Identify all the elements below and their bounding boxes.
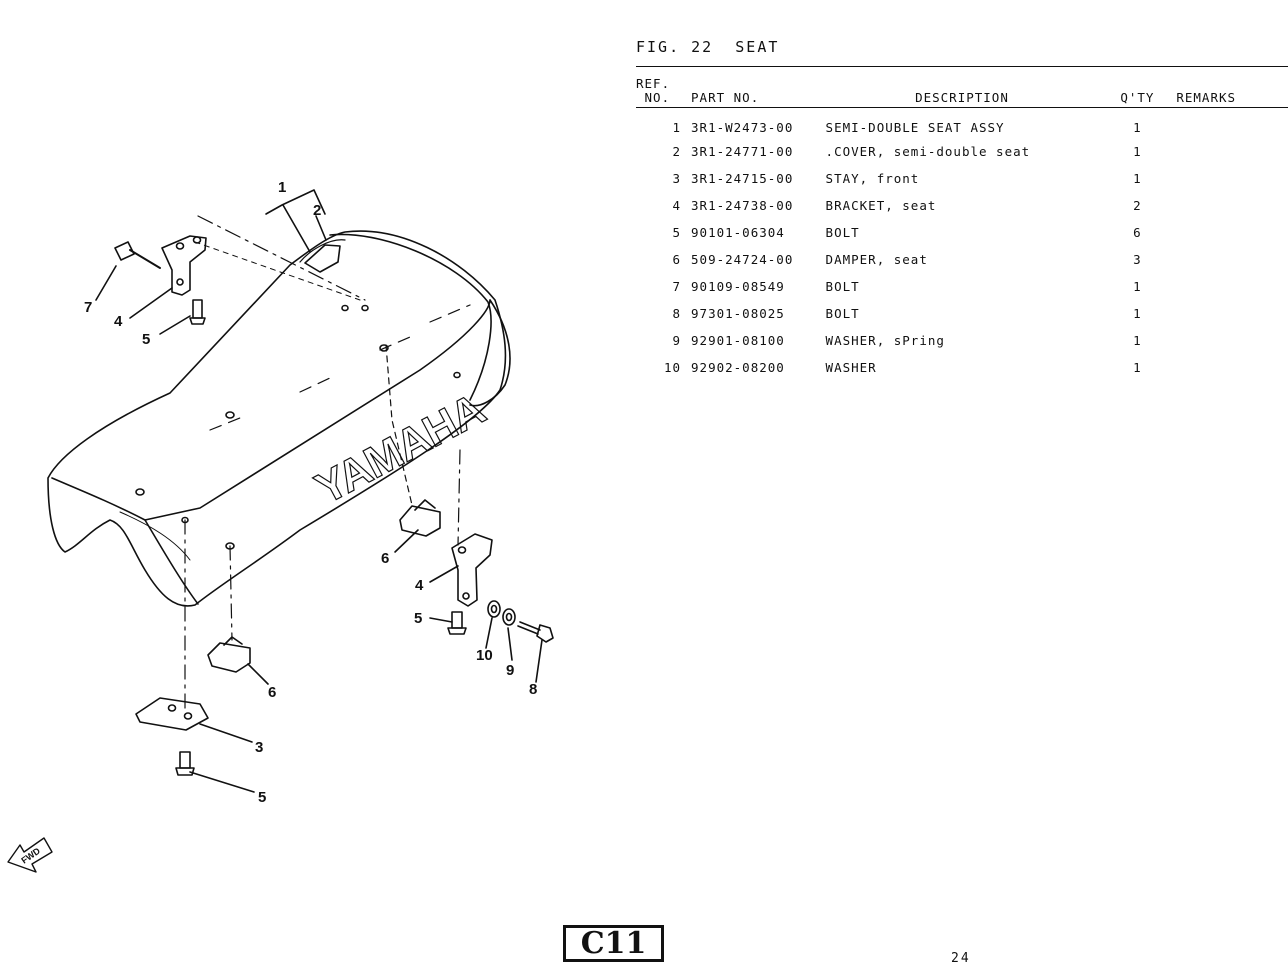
rear-bracket: [451, 533, 493, 607]
cell-description: WASHER, sPring: [825, 333, 945, 348]
page-number: 24: [951, 951, 971, 966]
cell-ref: 2: [672, 144, 682, 159]
callout-4-front: 4: [114, 313, 123, 330]
table-row: 10 92902-08200 WASHER 1: [636, 354, 1288, 381]
callout-5-bottom: 5: [258, 789, 266, 806]
cell-part-no: 3R1-24738-00: [691, 198, 794, 213]
table-row: 1 3R1-W2473-00 SEMI-DOUBLE SEAT ASSY 1: [636, 108, 1288, 139]
cell-part-no: 97301-08025: [691, 306, 785, 321]
cell-part-no: 3R1-W2473-00: [691, 119, 794, 135]
table-row: 2 3R1-24771-00 .COVER, semi-double seat …: [636, 138, 1288, 165]
cell-ref: 5: [672, 225, 682, 240]
fwd-label: FWD: [19, 845, 42, 865]
cell-ref: 4: [672, 198, 682, 213]
cell-description: BOLT: [825, 225, 860, 240]
cell-remarks: [1176, 354, 1288, 381]
cell-remarks: [1176, 273, 1288, 300]
cell-qty: 1: [1133, 144, 1142, 159]
header-remarks: REMARKS: [1176, 66, 1288, 108]
cell-qty: 2: [1133, 198, 1142, 213]
cell-remarks: [1176, 246, 1288, 273]
callout-1: 1: [278, 179, 286, 196]
fwd-arrow-icon: [7, 837, 53, 873]
damper-upper: [399, 505, 441, 537]
cell-part-no: 92902-08200: [691, 360, 785, 375]
cell-qty: 1: [1133, 333, 1142, 348]
header-part-no: PART NO.: [691, 66, 826, 108]
table-row: 7 90109-08549 BOLT 1: [636, 273, 1288, 300]
cell-remarks: [1176, 219, 1288, 246]
parts-table: REF. NO. PART NO. DESCRIPTION Q'TY REMAR…: [636, 66, 1288, 381]
callout-7: 7: [84, 299, 92, 316]
cell-description: WASHER: [825, 360, 877, 375]
callout-2: 2: [313, 202, 321, 219]
cell-qty: 1: [1133, 306, 1142, 321]
cell-qty: 3: [1133, 252, 1142, 267]
cell-description: .COVER, semi-double seat: [825, 144, 1031, 159]
cell-ref: 8: [672, 306, 682, 321]
table-row: 4 3R1-24738-00 BRACKET, seat 2: [636, 192, 1288, 219]
cell-description: BRACKET, seat: [825, 198, 937, 213]
cell-ref: 10: [663, 360, 682, 375]
seat-body: [47, 230, 507, 607]
callout-9: 9: [506, 662, 514, 679]
cell-ref: 7: [672, 279, 682, 294]
header-ref-no: REF. NO.: [636, 66, 692, 108]
callout-10: 10: [476, 647, 493, 664]
cell-part-no: 3R1-24771-00: [691, 144, 794, 159]
cell-part-no: 3R1-24715-00: [691, 171, 794, 186]
damper-lower: [207, 642, 251, 673]
table-row: 9 92901-08100 WASHER, sPring 1: [636, 327, 1288, 354]
section-code-box: C11: [563, 925, 664, 962]
table-header-row: REF. NO. PART NO. DESCRIPTION Q'TY REMAR…: [636, 66, 1288, 108]
cell-part-no: 509-24724-00: [691, 252, 794, 267]
seat-brand-text: YAMAHA: [308, 385, 493, 514]
cell-remarks: [1176, 327, 1288, 354]
cell-part-no: 90101-06304: [691, 225, 785, 240]
cell-qty: 1: [1133, 279, 1142, 294]
cell-remarks: [1176, 300, 1288, 327]
cell-description: STAY, front: [825, 171, 920, 186]
cell-ref: 9: [672, 333, 682, 348]
cell-ref: 3: [672, 171, 682, 186]
table-row: 8 97301-08025 BOLT 1: [636, 300, 1288, 327]
cell-qty: 6: [1133, 225, 1142, 240]
cell-qty: 1: [1133, 171, 1142, 186]
cell-description: SEMI-DOUBLE SEAT ASSY: [825, 119, 1005, 135]
callout-5-front: 5: [142, 331, 150, 348]
figure-title: FIG. 22 SEAT: [636, 38, 780, 56]
callout-4-rear: 4: [415, 577, 424, 594]
cell-remarks: [1176, 192, 1288, 219]
table-row: 6 509-24724-00 DAMPER, seat 3: [636, 246, 1288, 273]
callout-3: 3: [255, 739, 263, 756]
table-row: 5 90101-06304 BOLT 6: [636, 219, 1288, 246]
front-stay: [135, 697, 209, 731]
table-row: 3 3R1-24715-00 STAY, front 1: [636, 165, 1288, 192]
callout-6-lower: 6: [268, 684, 276, 701]
cell-qty: 1: [1133, 360, 1142, 375]
cell-ref: 6: [672, 252, 682, 267]
cell-description: DAMPER, seat: [825, 252, 928, 267]
cell-remarks: [1176, 108, 1288, 139]
cell-ref: 1: [672, 119, 682, 135]
cell-qty: 1: [1133, 119, 1142, 135]
cell-description: BOLT: [825, 306, 860, 321]
seat-exploded-diagram: YAMAHA FWD 1 2 7 4 5 6 4 5 10 9 8 6 3 5: [7, 179, 554, 873]
callout-5-rear: 5: [414, 610, 422, 627]
header-qty: Q'TY: [1098, 66, 1177, 108]
callout-8: 8: [529, 681, 537, 698]
cell-part-no: 92901-08100: [691, 333, 785, 348]
cell-part-no: 90109-08549: [691, 279, 785, 294]
callout-6-upper: 6: [381, 550, 389, 567]
cell-description: BOLT: [825, 279, 860, 294]
cell-remarks: [1176, 165, 1288, 192]
header-description: DESCRIPTION: [825, 66, 1099, 108]
cell-remarks: [1176, 138, 1288, 165]
